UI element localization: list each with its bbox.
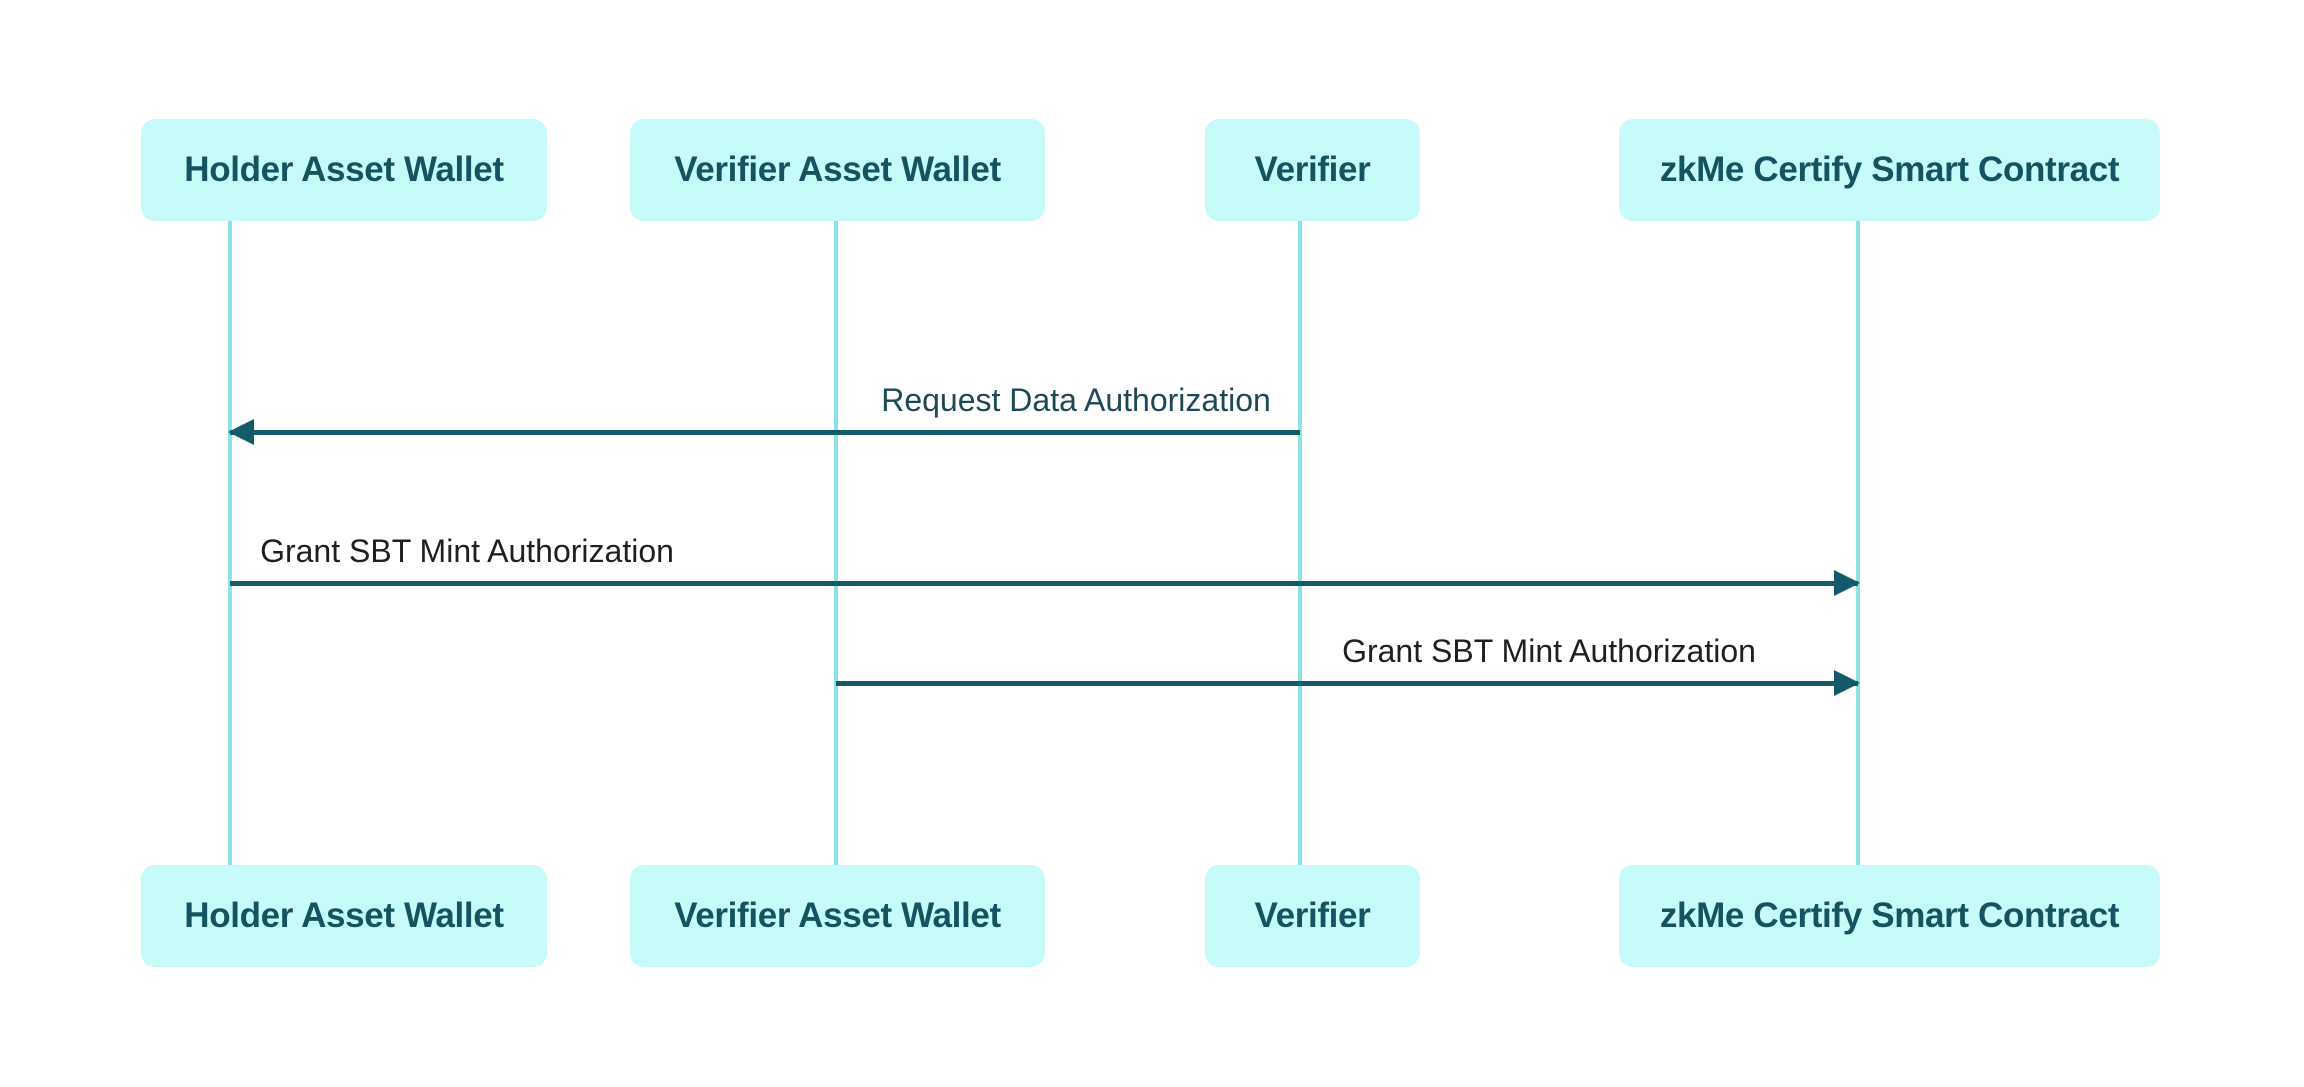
actor-label-holder-asset-wallet: Holder Asset Wallet	[184, 150, 504, 189]
actor-label-verifier-asset-wallet: Verifier Asset Wallet	[674, 150, 1001, 189]
message-label-request-data-authorization: Request Data Authorization	[881, 382, 1271, 418]
arrowhead-right-icon	[1834, 670, 1860, 696]
actor-label-zkme-certify-smart-contract: zkMe Certify Smart Contract	[1659, 896, 2120, 935]
message-line	[230, 430, 1300, 435]
actor-label-holder-asset-wallet: Holder Asset Wallet	[184, 896, 504, 935]
message-label-grant-sbt-mint-authorization: Grant SBT Mint Authorization	[1342, 633, 1756, 669]
actor-box-verifier-top: Verifier	[1205, 119, 1420, 221]
actor-label-verifier: Verifier	[1254, 896, 1371, 935]
lifeline-verifier-asset-wallet	[834, 221, 838, 865]
arrowhead-right-icon	[1834, 570, 1860, 596]
actor-box-verifier-bottom: Verifier	[1205, 865, 1420, 967]
message-label-grant-sbt-mint-authorization: Grant SBT Mint Authorization	[260, 533, 674, 569]
arrowhead-left-icon	[228, 419, 254, 445]
actor-box-verifier-asset-wallet-bottom: Verifier Asset Wallet	[630, 865, 1045, 967]
lifeline-holder-asset-wallet	[228, 221, 232, 865]
actor-box-zkme-certify-smart-contract-top: zkMe Certify Smart Contract	[1619, 119, 2160, 221]
actor-box-holder-asset-wallet-bottom: Holder Asset Wallet	[141, 865, 547, 967]
actor-label-verifier: Verifier	[1254, 150, 1371, 189]
actor-box-verifier-asset-wallet-top: Verifier Asset Wallet	[630, 119, 1045, 221]
actor-label-zkme-certify-smart-contract: zkMe Certify Smart Contract	[1659, 150, 2120, 189]
message-line	[230, 581, 1858, 586]
actor-box-holder-asset-wallet-top: Holder Asset Wallet	[141, 119, 547, 221]
lifeline-zkme-certify-smart-contract	[1856, 221, 1860, 865]
actor-label-verifier-asset-wallet: Verifier Asset Wallet	[674, 896, 1001, 935]
message-line	[836, 681, 1858, 686]
lifeline-verifier	[1298, 221, 1302, 865]
actor-box-zkme-certify-smart-contract-bottom: zkMe Certify Smart Contract	[1619, 865, 2160, 967]
